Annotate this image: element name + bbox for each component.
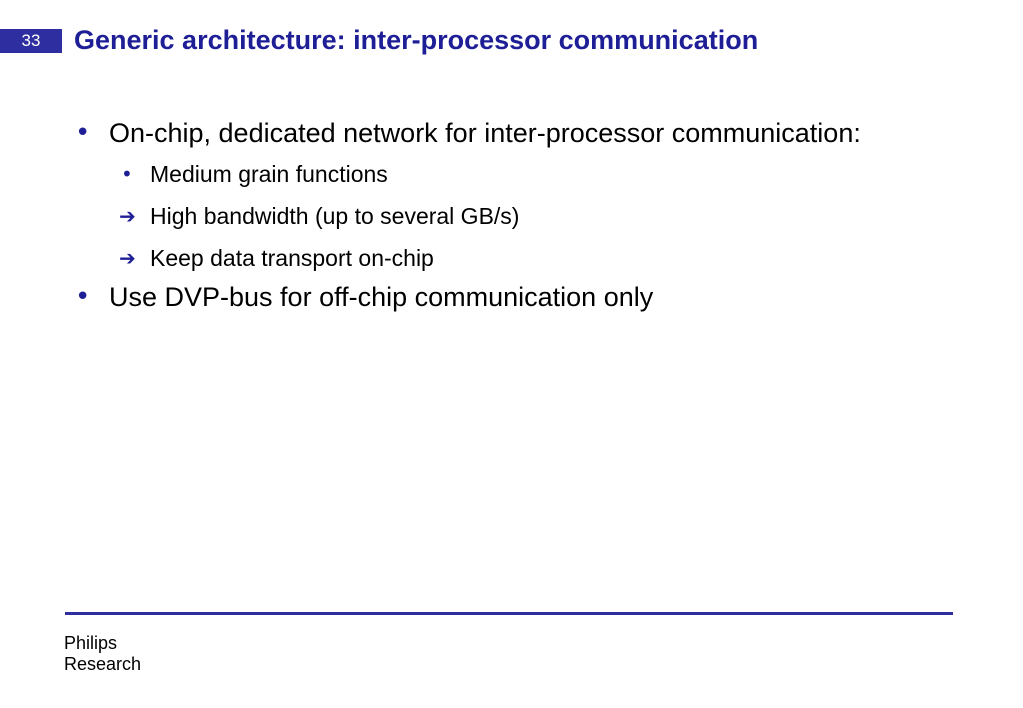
arrow-right-icon: ➔: [119, 246, 136, 270]
bullet-item-onchip-network: • On-chip, dedicated network for inter-p…: [75, 115, 955, 152]
sub-bullet-high-bandwidth: ➔ High bandwidth (up to several GB/s): [75, 201, 955, 232]
bullet-list: • On-chip, dedicated network for inter-p…: [75, 115, 955, 316]
sub-bullet-medium-grain: • Medium grain functions: [75, 159, 955, 190]
bullet-dot-icon: •: [75, 118, 91, 148]
slide-number-badge: 33: [0, 29, 62, 53]
bullet-text: Use DVP-bus for off-chip communication o…: [109, 282, 654, 312]
bullet-text: High bandwidth (up to several GB/s): [150, 203, 520, 229]
footer-divider: [65, 612, 953, 615]
bullet-text: Keep data transport on-chip: [150, 245, 434, 271]
bullet-item-dvp-bus: • Use DVP-bus for off-chip communication…: [75, 279, 955, 316]
bullet-dot-icon: •: [121, 162, 133, 186]
slide-title: Generic architecture: inter-processor co…: [74, 25, 759, 55]
bullet-dot-icon: •: [75, 282, 91, 312]
footer-brand: Philips Research: [64, 633, 141, 675]
bullet-text: On-chip, dedicated network for inter-pro…: [109, 118, 861, 148]
footer-brand-line2: Research: [64, 654, 142, 674]
footer-brand-line1: Philips: [64, 633, 118, 653]
sub-bullet-keep-transport: ➔ Keep data transport on-chip: [75, 243, 955, 274]
arrow-right-icon: ➔: [119, 204, 136, 228]
bullet-text: Medium grain functions: [150, 161, 388, 187]
